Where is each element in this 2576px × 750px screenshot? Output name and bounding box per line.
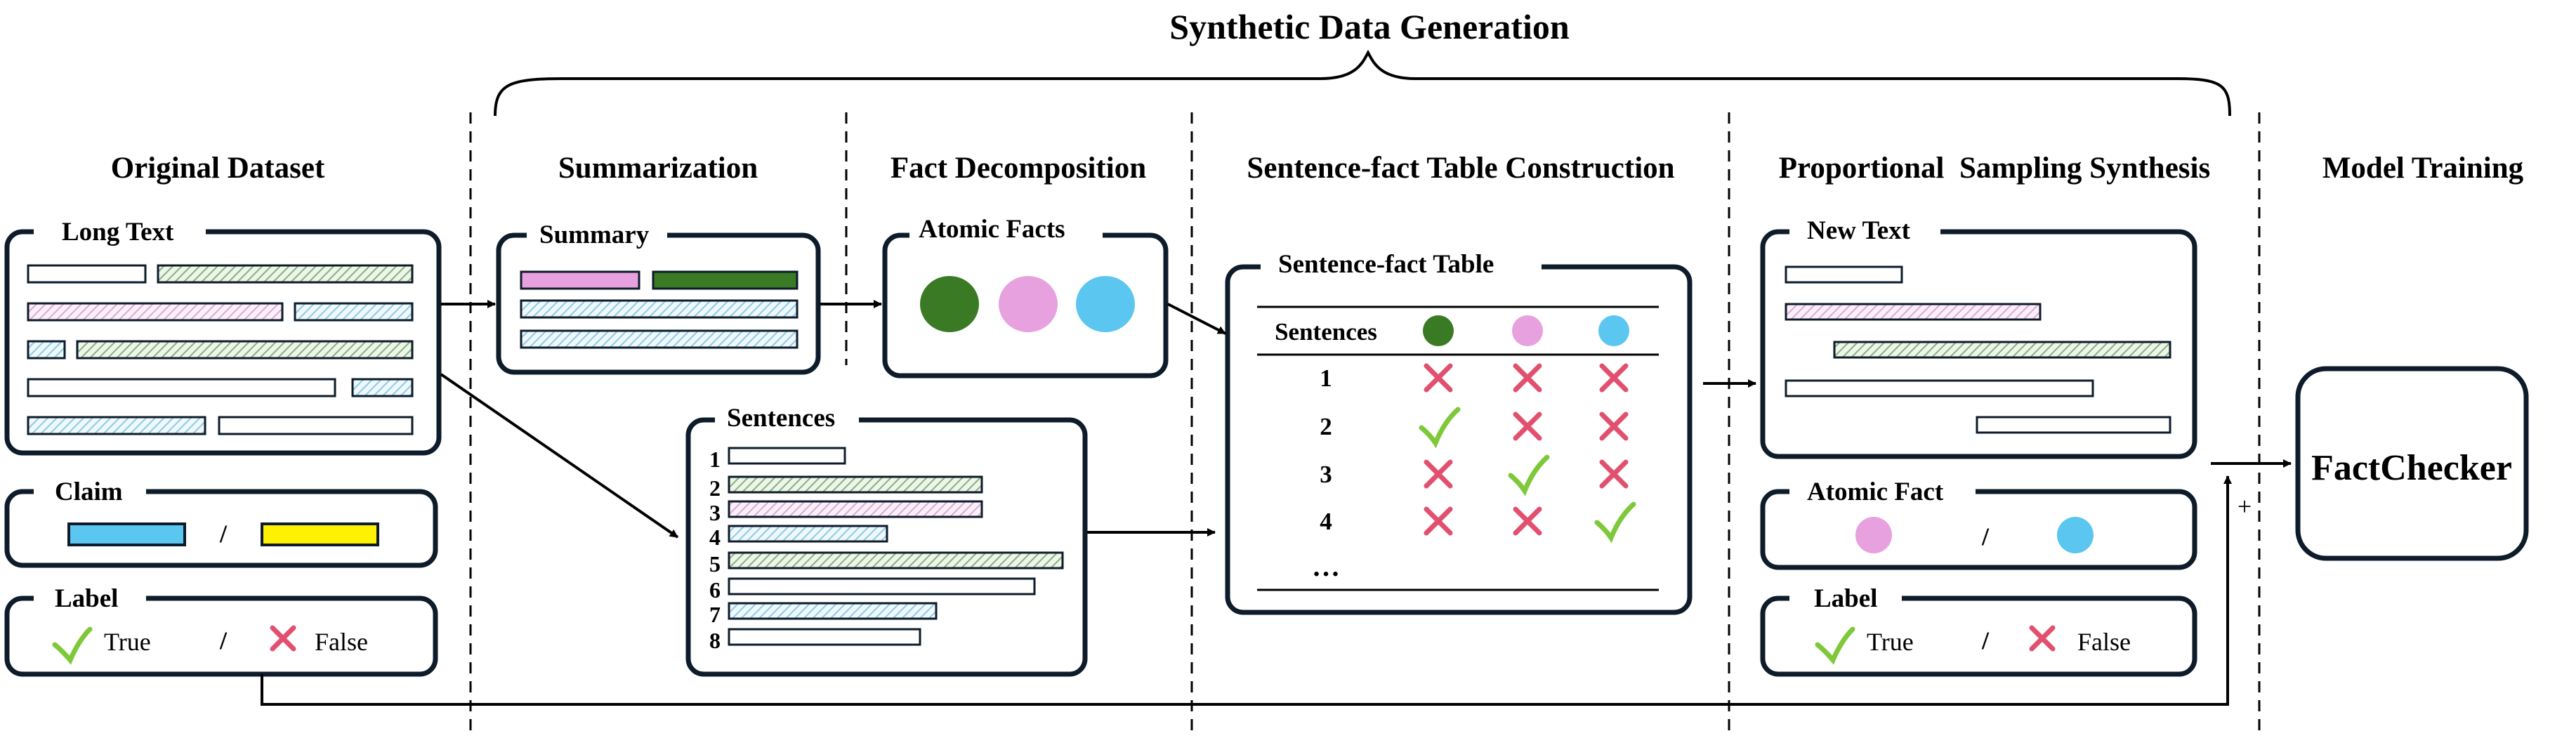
atomic-fact-blue-dot: [2057, 517, 2094, 553]
check-icon: [1594, 501, 1636, 544]
stage-original-dataset: Original Dataset: [111, 152, 325, 185]
new-text-box: New Text: [1760, 215, 2197, 459]
sentence-number: 2: [709, 475, 721, 501]
table-row-id: 3: [1320, 461, 1332, 488]
table-row-id: 2: [1320, 413, 1332, 440]
sentence-fact-table-box: Sentence-fact Table Sentences 1 2 3 4 …: [1225, 249, 1693, 615]
claim-blue-bar: [67, 522, 186, 546]
long-text-title: Long Text: [62, 218, 174, 246]
cross-icon: [1424, 459, 1453, 489]
stage-fact-decomposition: Fact Decomposition: [891, 152, 1146, 185]
atomic-facts-title: Atomic Facts: [919, 215, 1065, 244]
table-header-pink-dot: [1512, 315, 1543, 346]
cross-icon: [1513, 506, 1542, 536]
claim-separator: /: [219, 520, 228, 548]
cross-icon: [1424, 506, 1453, 536]
factchecker-label: FactChecker: [2311, 448, 2512, 488]
long-text-box: Long Text: [4, 215, 442, 456]
cross-icon: [1599, 412, 1629, 441]
table-row-id: 4: [1320, 508, 1332, 535]
diagram-title: Synthetic Data Generation: [1169, 7, 1570, 46]
table-row-id: 1: [1320, 364, 1332, 392]
sentence-number: 7: [709, 602, 721, 627]
stage-table-construction: Sentence-fact Table Construction: [1247, 152, 1674, 185]
cross-icon: [2029, 625, 2056, 652]
false-label-right: False: [2077, 628, 2131, 656]
fact-pink-dot: [999, 276, 1058, 332]
label-separator-right: /: [1981, 626, 1990, 654]
label-box-right: Label True / False: [1760, 581, 2197, 677]
cross-icon: [270, 625, 296, 652]
check-icon: [52, 626, 93, 665]
table-header-sentences: Sentences: [1275, 318, 1377, 346]
true-label-right: True: [1867, 628, 1914, 656]
cross-icon: [1513, 412, 1542, 441]
new-text-title: New Text: [1807, 216, 1911, 245]
atomic-fact-box: Atomic Fact /: [1760, 475, 2197, 570]
atomic-fact-title: Atomic Fact: [1807, 478, 1944, 506]
sentence-number: 8: [709, 628, 721, 653]
cross-icon: [1599, 363, 1629, 393]
factchecker-box: FactChecker: [2295, 366, 2529, 561]
label-separator-left: /: [219, 626, 228, 654]
cross-icon: [1513, 363, 1542, 393]
label-box-left: Label True / False: [4, 581, 438, 677]
arrow-label-feedback: [261, 475, 2232, 706]
fact-blue-dot: [1076, 276, 1135, 332]
table-ellipsis: …: [1312, 551, 1340, 582]
stage-summarization: Summarization: [558, 152, 758, 185]
sentence-number: 5: [709, 551, 721, 577]
arrow-facts-to-table: [1167, 303, 1226, 335]
table-header-green-dot: [1423, 315, 1454, 346]
atomic-facts-box: Atomic Facts: [882, 215, 1169, 379]
table-title: Sentence-fact Table: [1278, 250, 1494, 279]
sentence-number: 4: [709, 525, 721, 550]
check-icon: [1815, 626, 1855, 665]
false-label-left: False: [315, 628, 368, 656]
sentence-number: 1: [709, 447, 721, 472]
table-rows: 1 2 3 4: [1320, 363, 1636, 544]
synthetic-brace: [494, 49, 2231, 117]
claim-title: Claim: [55, 478, 123, 506]
summary-title: Summary: [539, 221, 650, 249]
claim-box: Claim /: [4, 475, 438, 568]
cross-icon: [1599, 459, 1629, 489]
label-title-left: Label: [55, 584, 118, 613]
atomic-fact-separator: /: [1981, 522, 1990, 551]
sentence-number: 6: [709, 577, 721, 603]
check-icon: [1419, 407, 1461, 449]
summary-box: Summary: [496, 218, 821, 375]
arrow-longtext-to-sentences: [440, 373, 679, 539]
sentences-title: Sentences: [727, 404, 835, 433]
true-label-left: True: [104, 628, 151, 656]
label-title-right: Label: [1814, 584, 1877, 613]
claim-yellow-bar: [261, 522, 379, 546]
stage-model-training: Model Training: [2322, 152, 2524, 185]
cross-icon: [1424, 363, 1453, 393]
check-icon: [1508, 454, 1550, 496]
plus-sign: +: [2237, 492, 2252, 520]
atomic-fact-pink-dot: [1855, 517, 1892, 553]
sentence-number: 3: [709, 500, 721, 525]
table-header-blue-dot: [1598, 315, 1629, 346]
fact-green-dot: [920, 276, 979, 332]
stage-sampling-synthesis: Proportional Sampling Synthesis: [1779, 152, 2210, 185]
